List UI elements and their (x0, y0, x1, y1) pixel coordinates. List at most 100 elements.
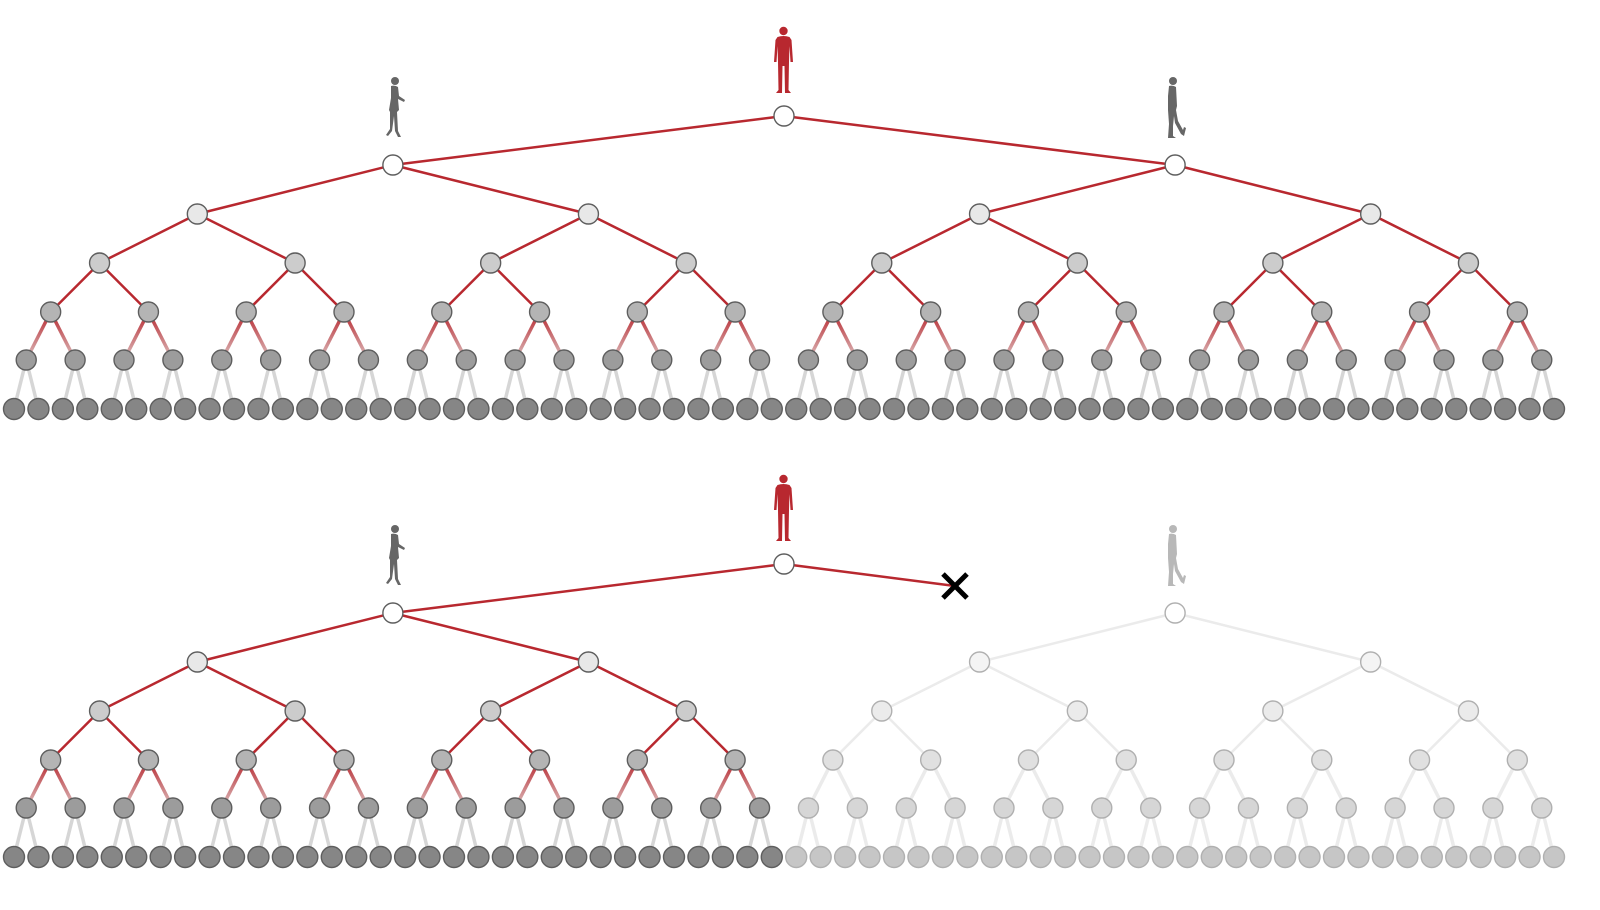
ancestor-leaf-node (956, 397, 979, 421)
ancestor-node (1335, 349, 1357, 371)
ancestor-node (871, 700, 893, 722)
ancestor-leaf-node (540, 845, 563, 869)
ancestor-leaf-node (247, 845, 270, 869)
tree-edge (245, 262, 296, 313)
ancestor-leaf-node (125, 845, 148, 869)
tree-edge (685, 710, 736, 761)
edges (12, 114, 1556, 410)
ancestor-node (88, 252, 111, 274)
ancestor-node (724, 749, 746, 771)
tree-edge (98, 212, 198, 265)
ancestor-leaf-node (1053, 397, 1077, 421)
ancestor-node (675, 700, 697, 722)
ancestor-node (1457, 700, 1480, 722)
ancestor-node (1482, 349, 1504, 371)
tree-edge (783, 114, 1176, 167)
tree-edge (881, 660, 981, 713)
ancestor-node (88, 700, 111, 722)
ancestor-leaf-node (418, 845, 441, 869)
ancestor-leaf-node (271, 845, 295, 869)
ancestor-node (1213, 749, 1235, 771)
tree-edge (636, 262, 688, 313)
ancestor-leaf-node (613, 397, 637, 421)
ancestor-node (1286, 797, 1309, 819)
tree-edge (1370, 212, 1470, 265)
ancestor-leaf-node (198, 845, 221, 869)
ancestor-leaf-node (247, 397, 270, 421)
tree-edge (1076, 710, 1128, 761)
tree-edge (1076, 262, 1128, 313)
ancestor-node (602, 797, 624, 819)
ancestor-leaf-node (1273, 397, 1297, 421)
ancestor-node (39, 301, 62, 323)
ancestor-leaf-node (1542, 845, 1566, 869)
ancestor-node (1042, 797, 1064, 819)
ancestor-leaf-node (1445, 845, 1468, 869)
ancestor-node (1164, 602, 1186, 624)
ancestor-leaf-node (125, 397, 148, 421)
ancestor-leaf-node (173, 397, 197, 421)
ancestor-leaf-node (1396, 397, 1419, 421)
ancestor-leaf-node (1445, 397, 1468, 421)
nodes (2, 553, 1566, 869)
ancestor-node (259, 797, 282, 819)
ancestor-leaf-node (1176, 397, 1199, 421)
severed-edge (783, 562, 956, 588)
edges (12, 562, 1556, 858)
ancestor-leaf-node (736, 397, 759, 421)
ancestor-leaf-node (1420, 397, 1443, 421)
ancestor-leaf-node (980, 845, 1003, 869)
ancestor-leaf-node (809, 845, 832, 869)
ancestor-node (919, 301, 942, 323)
woman-walking-icon (386, 525, 405, 585)
ancestor-node (504, 797, 526, 819)
tree-edge (196, 660, 296, 713)
ancestor-leaf-node (1396, 845, 1419, 869)
ancestor-leaf-node (76, 397, 99, 421)
ancestor-leaf-node (369, 845, 392, 869)
tree-edge (49, 262, 101, 313)
ancestor-node (1115, 301, 1137, 323)
ancestor-leaf-node (100, 397, 123, 421)
ancestor-leaf-node (1469, 845, 1492, 869)
ancestor-leaf-node (491, 845, 515, 869)
ancestor-leaf-node (907, 845, 930, 869)
ancestor-node (1433, 349, 1455, 371)
ancestor-leaf-node (418, 397, 441, 421)
ancestor-leaf-node (638, 397, 661, 421)
ancestor-leaf-node (956, 845, 979, 869)
ancestor-node (626, 301, 649, 323)
ancestor-leaf-node (491, 397, 515, 421)
ancestor-node (651, 797, 673, 819)
ancestor-leaf-node (1200, 397, 1223, 421)
ancestor-leaf-node (467, 397, 490, 421)
ancestor-node (1115, 749, 1137, 771)
man-standing-icon (774, 26, 793, 93)
tree-edge (1174, 163, 1371, 216)
ancestor-node (1286, 349, 1309, 371)
ancestor-node (1017, 749, 1040, 771)
ancestor-leaf-node (393, 397, 417, 421)
ancestor-leaf-node (833, 397, 857, 421)
ancestor-leaf-node (2, 397, 26, 421)
nodes (2, 105, 1566, 421)
ancestor-node (64, 797, 86, 819)
ancestor-node (162, 349, 184, 371)
ancestor-node (822, 301, 844, 323)
ancestor-leaf-node (442, 845, 466, 869)
ancestor-leaf-node (711, 845, 735, 869)
ancestor-leaf-node (613, 845, 637, 869)
ancestor-leaf-node (858, 397, 881, 421)
ancestor-node (211, 797, 233, 819)
ancestor-node (1531, 349, 1553, 371)
ancestor-node (944, 349, 966, 371)
ancestor-leaf-node (1225, 397, 1248, 421)
ancestor-node (1237, 797, 1260, 819)
tree-edge (587, 212, 687, 265)
ancestor-node (479, 252, 502, 274)
ancestor-node (1237, 349, 1260, 371)
ancestor-node (1139, 349, 1162, 371)
ancestor-node (1091, 797, 1113, 819)
tree-edge (1174, 611, 1371, 664)
